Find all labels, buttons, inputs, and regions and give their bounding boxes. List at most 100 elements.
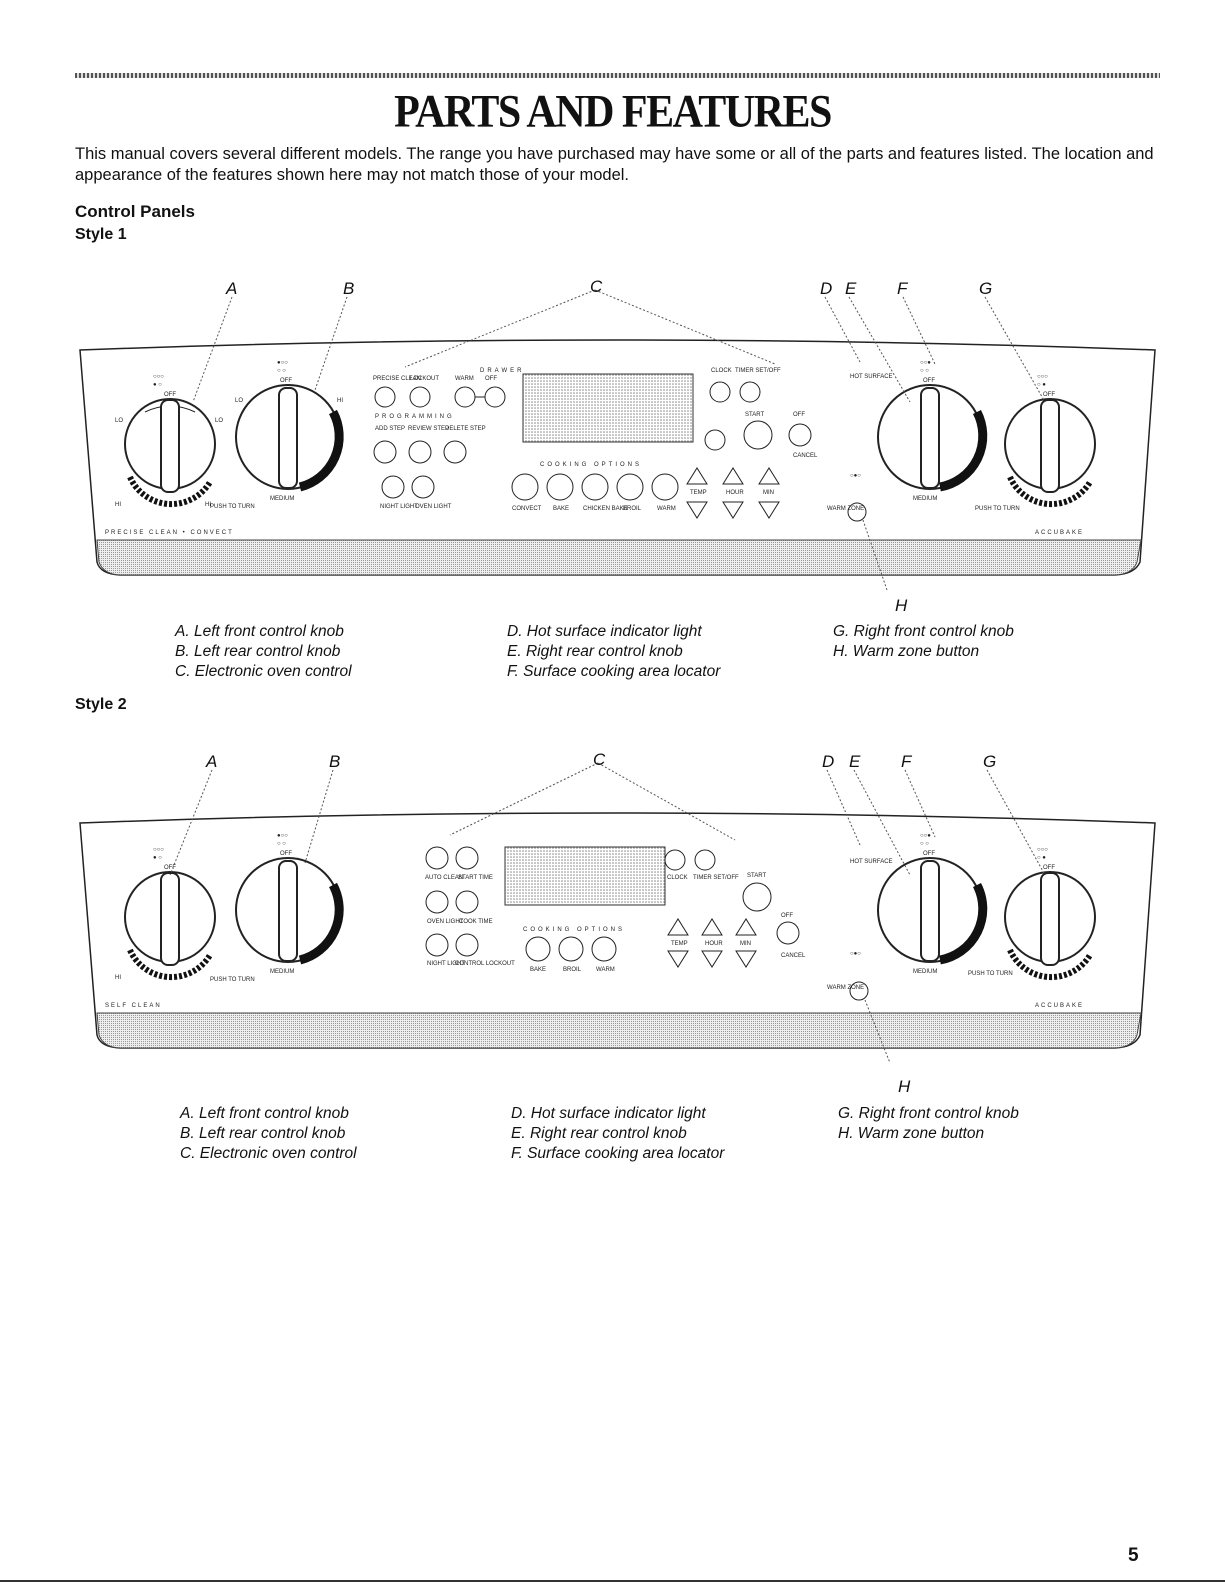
style1-knob-b-push: PUSH TO TURN — [210, 504, 255, 510]
electronic-oven-control: AUTO CLEAN START TIME OVEN LIGHT COOK TI… — [425, 846, 806, 973]
legend-item: H. Warm zone button — [838, 1125, 985, 1142]
legend-item: A. Left front control knob — [175, 623, 344, 640]
style2-btn-label-4: COOK TIME — [459, 919, 493, 925]
style2-knob-b-off: OFF — [280, 851, 292, 857]
style1-letter-h: H — [895, 596, 908, 615]
left-rear-knob — [235, 857, 344, 965]
style2-knob-g-push: PUSH TO TURN — [968, 971, 1013, 977]
style1-clock-label: CLOCK — [711, 368, 732, 374]
style2-knob-g-indicator2: ○ ● — [1037, 855, 1046, 861]
style1-warm-indicator: ○●○ — [850, 473, 861, 479]
style1-btn-label-3: WARM — [455, 376, 474, 382]
style2-cancel-label: CANCEL — [781, 953, 806, 959]
style2-cooking-options-label: COOKING OPTIONS — [523, 927, 625, 933]
style1-knob-b-lo: LO — [235, 398, 243, 404]
style1-knob-e-medium: MEDIUM — [913, 496, 937, 502]
style1-knob-a-lo2: LO — [215, 418, 223, 424]
style2-adjust-1: TEMP — [671, 941, 688, 947]
style1-display — [522, 373, 694, 443]
page-title: PARTS AND FEATURES — [394, 86, 832, 138]
style1-knob-b-off: OFF — [280, 378, 292, 384]
style2-brand-right: ACCUBAKE — [1035, 1003, 1084, 1009]
style2-heading: Style 2 — [75, 696, 127, 713]
legend-item: D. Hot surface indicator light — [511, 1105, 706, 1122]
right-rear-knob — [877, 857, 988, 965]
style1-knob-a-indicator: ○○○ — [153, 374, 164, 380]
style1-letter-a: A — [225, 279, 237, 298]
bottom-rule — [0, 1580, 1225, 1582]
style1-knob-e-off: OFF — [923, 378, 935, 384]
style1-letter-c: C — [590, 277, 603, 296]
style2-btn-label-5: NIGHT LIGHT — [427, 961, 465, 967]
style2-adjust-3: MIN — [740, 941, 751, 947]
style2-knob-b-indicator: ●○○ — [277, 833, 288, 839]
style1-letter-f: F — [897, 279, 909, 298]
left-front-knob — [124, 871, 216, 980]
style1-btn-label-7: DELETE STEP — [445, 426, 486, 432]
style2-warm-indicator: ○●○ — [850, 951, 861, 957]
panel-bottom-strip — [96, 539, 1142, 576]
style1-timer-label: TIMER SET/OFF — [735, 368, 781, 374]
style2-adjust-2: HOUR — [705, 941, 723, 947]
style2-knob-a-hi: HI — [115, 975, 121, 981]
legend-item: C. Electronic oven control — [175, 663, 352, 680]
style2-knob-e-indicator: ○○● — [920, 833, 931, 839]
legend-item: E. Right rear control knob — [507, 643, 683, 660]
style1-cook-btn-2: BAKE — [553, 506, 569, 512]
style2-hot-surface-label: HOT SURFACE — [850, 859, 893, 865]
style1-off-label: OFF — [793, 412, 805, 418]
style2-start-label: START — [747, 873, 766, 879]
style2-knob-a-indicator: ○○○ — [153, 847, 164, 853]
style1-knob-b-indicator: ●○○ — [277, 360, 288, 366]
style1-legend-col3: G. Right front control knob H. Warm zone… — [833, 622, 1014, 662]
style2-knob-e-indicator2: ○ ○ — [920, 841, 929, 847]
style2-knob-a-indicator2: ● ○ — [153, 855, 162, 861]
style2-warm-zone-label: WARM ZONE — [827, 985, 864, 991]
top-rule — [75, 73, 1160, 78]
page-number: 5 — [1128, 1545, 1139, 1566]
style1-letter-e: E — [845, 279, 857, 298]
electronic-oven-control: DRAWER PRECISE CLEAN LOCKOUT WARM OFF PR… — [373, 368, 818, 519]
legend-item: A. Left front control knob — [180, 1105, 349, 1122]
style2-knob-b-indicator2: ○ ○ — [277, 841, 286, 847]
style2-knob-b-medium: MEDIUM — [270, 969, 294, 975]
style2-cook-btn-1: BAKE — [530, 967, 546, 973]
style1-adjust-1: TEMP — [690, 490, 707, 496]
style2-clock-label: CLOCK — [667, 875, 688, 881]
style1-adjust-3: MIN — [763, 490, 774, 496]
style2-btn-label-6: CONTROL LOCKOUT — [455, 961, 515, 967]
style2-display — [504, 846, 666, 906]
style2-letter-h: H — [898, 1077, 911, 1096]
style2-legend-col1: A. Left front control knob B. Left rear … — [180, 1104, 357, 1164]
style1-knob-e-indicator2: ○ ○ — [920, 368, 929, 374]
style1-knob-b-medium: MEDIUM — [270, 496, 294, 502]
style2-letter-c: C — [593, 750, 606, 769]
style1-cook-btn-1: CONVECT — [512, 506, 542, 512]
style2-off-label: OFF — [781, 913, 793, 919]
warm-zone-button[interactable] — [847, 502, 867, 522]
style1-start-label: START — [745, 412, 764, 418]
style1-btn-label-8: NIGHT LIGHT — [380, 504, 418, 510]
warm-zone-button[interactable] — [849, 981, 869, 1001]
style2-legend-col2: D. Hot surface indicator light E. Right … — [511, 1104, 724, 1164]
style1-btn-label-9: OVEN LIGHT — [415, 504, 452, 510]
style2-knob-b-push: PUSH TO TURN — [210, 977, 255, 983]
style1-btn-label-5: ADD STEP — [375, 426, 405, 432]
style1-knob-g-push: PUSH TO TURN — [975, 506, 1020, 512]
style2-legend-col3: G. Right front control knob H. Warm zone… — [838, 1104, 1019, 1144]
style1-cancel-label: CANCEL — [793, 453, 818, 459]
style2-letter-g: G — [983, 752, 996, 771]
style2-timer-label: TIMER SET/OFF — [693, 875, 739, 881]
style1-knob-e-indicator: ○○● — [920, 360, 931, 366]
right-front-knob — [1004, 871, 1096, 980]
style1-brand-right: ACCUBAKE — [1035, 530, 1084, 536]
style1-knob-g-indicator2: ○ ● — [1037, 382, 1046, 388]
style2-letter-d: D — [822, 752, 834, 771]
style2-btn-label-3: OVEN LIGHT — [427, 919, 464, 925]
style1-knob-g-indicator: ○○○ — [1037, 374, 1048, 380]
style2-brand-left: SELF CLEAN — [105, 1003, 162, 1009]
style1-letter-d: D — [820, 279, 832, 298]
legend-item: D. Hot surface indicator light — [507, 623, 702, 640]
legend-item: F. Surface cooking area locator — [507, 663, 721, 680]
style1-drawer-label: DRAWER — [480, 368, 524, 374]
